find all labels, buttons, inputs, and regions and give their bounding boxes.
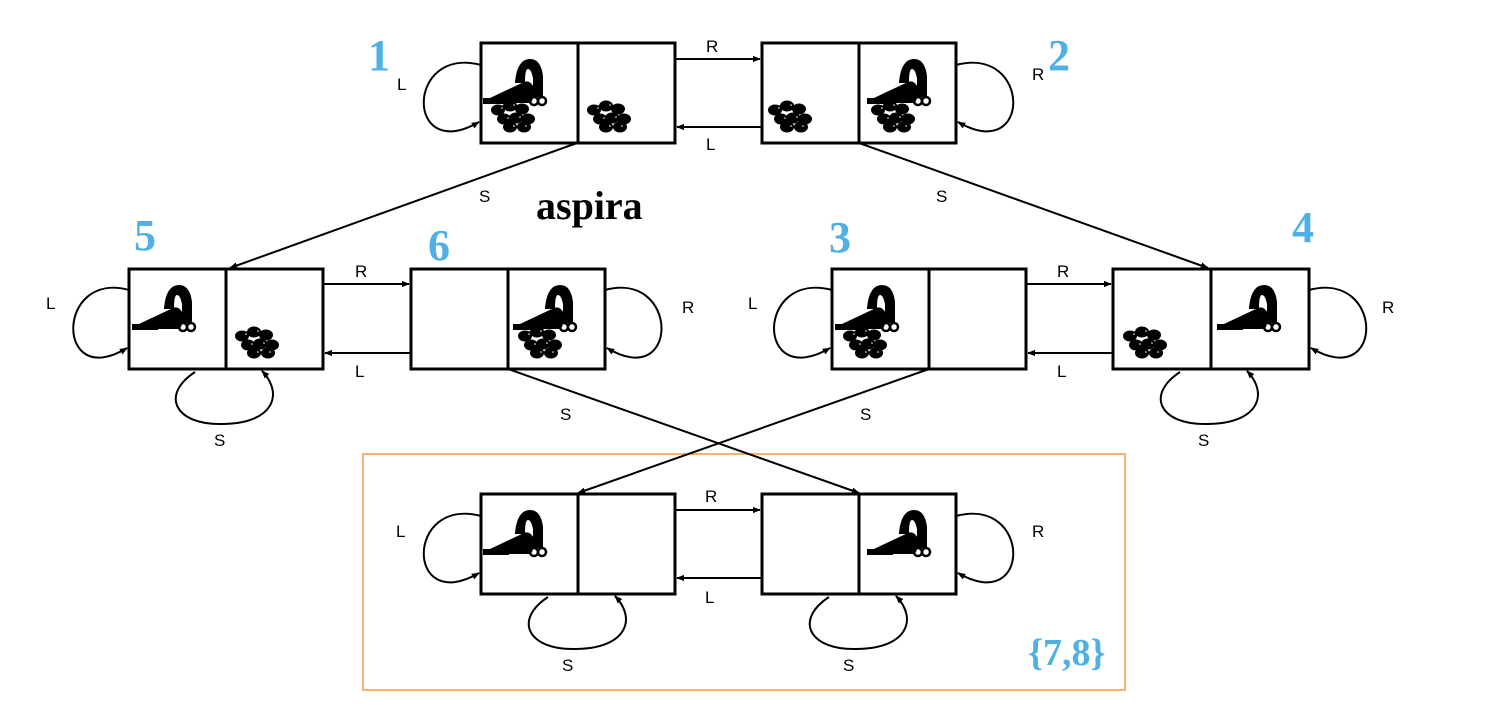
state-number-4: 4 bbox=[1292, 203, 1314, 252]
state-number-5: 5 bbox=[134, 211, 156, 260]
state-2 bbox=[760, 41, 958, 145]
state-3 bbox=[830, 267, 1028, 371]
dirt-icon bbox=[587, 100, 631, 133]
state-number-3: 3 bbox=[829, 213, 851, 262]
dirt-icon bbox=[871, 100, 915, 133]
dirt-icon bbox=[1123, 326, 1167, 359]
state-number-2: 2 bbox=[1048, 31, 1070, 80]
action-label-L: L bbox=[705, 588, 714, 607]
action-label-L: L bbox=[46, 294, 55, 313]
action-label-S: S bbox=[1198, 431, 1209, 450]
vacuum-cleaner-icon bbox=[866, 58, 932, 107]
action-label-R: R bbox=[705, 487, 717, 506]
action-label-S: S bbox=[936, 187, 947, 206]
action-label-L: L bbox=[1057, 362, 1066, 381]
action-label-S: S bbox=[479, 187, 490, 206]
action-label-S: S bbox=[214, 431, 225, 450]
action-label-R: R bbox=[1032, 65, 1044, 84]
dirt-icon bbox=[235, 326, 279, 359]
action-label-S: S bbox=[560, 405, 571, 424]
state-5 bbox=[127, 267, 325, 371]
action-label-R: R bbox=[682, 298, 694, 317]
action-label-S: S bbox=[860, 405, 871, 424]
state-8 bbox=[760, 492, 958, 596]
state-number-1: 1 bbox=[368, 31, 390, 80]
heading-aspira: aspira bbox=[536, 183, 643, 228]
action-label-S: S bbox=[562, 656, 573, 675]
state-6 bbox=[409, 267, 607, 371]
action-label-S: S bbox=[843, 656, 854, 675]
dirt-icon bbox=[768, 100, 812, 133]
goal-group-label: {7,8} bbox=[1028, 632, 1106, 674]
state-7 bbox=[479, 492, 677, 596]
dirt-icon bbox=[518, 326, 562, 359]
vacuum-cleaner-icon bbox=[482, 509, 548, 558]
vacuum-cleaner-icon bbox=[131, 284, 197, 333]
transition-edges bbox=[72, 55, 1368, 651]
action-label-R: R bbox=[355, 262, 367, 281]
dirt-icon bbox=[491, 100, 535, 133]
action-label-R: R bbox=[1382, 298, 1394, 317]
action-label-L: L bbox=[748, 294, 757, 313]
dirt-icon bbox=[843, 326, 887, 359]
action-label-L: L bbox=[355, 362, 364, 381]
vacuum-cleaner-icon bbox=[512, 284, 578, 333]
state-number-6: 6 bbox=[428, 221, 450, 270]
state-1 bbox=[479, 41, 677, 145]
action-label-L: L bbox=[396, 522, 405, 541]
action-labels: R L L R S S R L L R S S R L L R S S R L … bbox=[46, 37, 1394, 675]
action-label-L: L bbox=[397, 75, 406, 94]
vacuum-cleaner-icon bbox=[482, 58, 548, 107]
state-4 bbox=[1111, 267, 1311, 371]
action-label-R: R bbox=[1057, 262, 1069, 281]
goal-group-box bbox=[362, 453, 1126, 691]
action-label-R: R bbox=[706, 37, 718, 56]
action-label-L: L bbox=[706, 135, 715, 154]
vacuum-cleaner-icon bbox=[866, 509, 932, 558]
vacuum-cleaner-icon bbox=[1216, 284, 1282, 333]
action-label-R: R bbox=[1032, 522, 1044, 541]
vacuum-cleaner-icon bbox=[834, 284, 900, 333]
